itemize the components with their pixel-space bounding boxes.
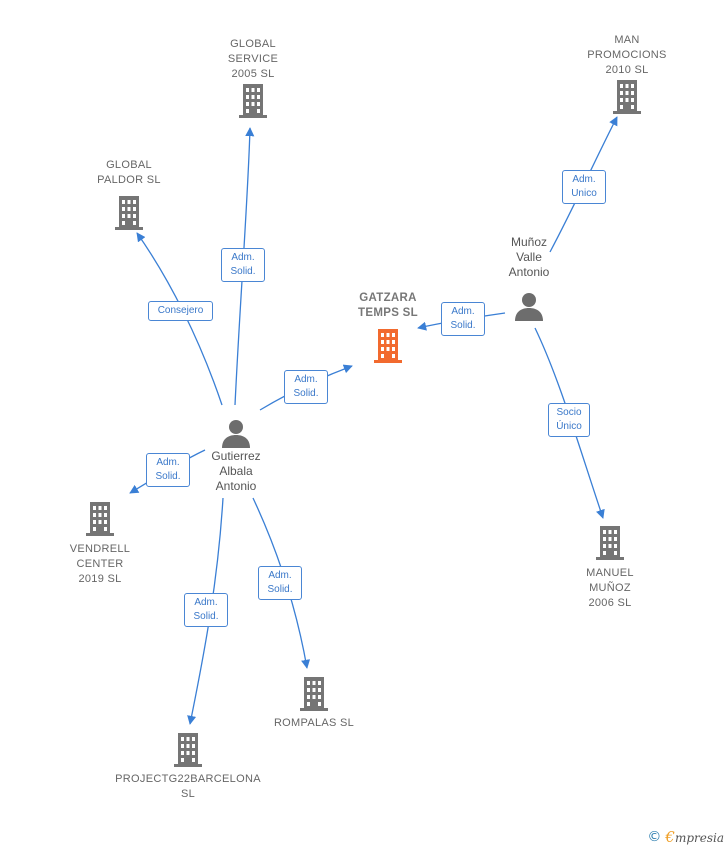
person-name-munoz-valle: Muñoz Valle Antonio <box>508 235 550 279</box>
person-icon <box>222 420 250 448</box>
company-node-rompalas[interactable]: ROMPALAS SL <box>262 675 366 731</box>
brand-logo: €mpresia <box>665 828 724 846</box>
relation-label-adm-solid[interactable]: Adm.Solid. <box>146 453 190 487</box>
company-node-manuel-munoz[interactable]: MANUEL MUÑOZ 2006 SL <box>566 524 654 611</box>
relation-label-adm-solid[interactable]: Adm.Solid. <box>258 566 302 600</box>
relation-label-adm-unico[interactable]: Adm.Unico <box>562 170 606 204</box>
relation-label-adm-solid[interactable]: Adm.Solid. <box>221 248 265 282</box>
company-node-man-promocions[interactable]: MAN PROMOCIONS 2010 SL <box>578 33 676 114</box>
company-name-global-service: GLOBAL SERVICE 2005 SL <box>227 38 279 80</box>
building-icon <box>239 84 267 118</box>
copyright-icon: © <box>647 829 662 845</box>
building-icon <box>300 677 328 711</box>
person-node-munoz-valle[interactable]: Muñoz Valle Antonio <box>494 235 564 322</box>
footer-brand[interactable]: © €mpresia <box>647 828 724 846</box>
company-name-man-promocions: MAN PROMOCIONS 2010 SL <box>587 34 667 76</box>
company-name-global-paldor: GLOBAL PALDOR SL <box>97 159 161 186</box>
relation-label-adm-solid[interactable]: Adm.Solid. <box>441 302 485 336</box>
company-node-global-paldor[interactable]: GLOBAL PALDOR SL <box>86 158 172 230</box>
building-icon <box>613 80 641 114</box>
company-node-projectg22barcelona[interactable]: PROJECTG22BARCELONA SL <box>108 731 268 802</box>
person-name-gutierrez-albala: Gutierrez Albala Antonio <box>211 449 261 493</box>
relation-label-adm-solid[interactable]: Adm.Solid. <box>184 593 228 627</box>
company-node-vendrell-center[interactable]: VENDRELL CENTER 2019 SL <box>56 500 144 587</box>
building-icon <box>115 196 143 230</box>
company-name-projectg22barcelona: PROJECTG22BARCELONA SL <box>115 773 261 800</box>
building-icon <box>596 526 624 560</box>
relation-label-consejero[interactable]: Consejero <box>148 301 213 321</box>
company-node-global-service[interactable]: GLOBAL SERVICE 2005 SL <box>210 37 296 118</box>
company-name-manuel-munoz: MANUEL MUÑOZ 2006 SL <box>586 567 634 609</box>
brand-rest: mpresia <box>674 831 724 845</box>
brand-initial: € <box>665 828 675 846</box>
building-icon <box>174 733 202 767</box>
company-name-vendrell-center: VENDRELL CENTER 2019 SL <box>69 543 131 585</box>
company-name-gatzara-temps: GATZARA TEMPS SL <box>358 292 418 319</box>
company-node-gatzara-temps[interactable]: GATZARA TEMPS SL <box>340 291 436 363</box>
person-icon <box>515 293 543 321</box>
company-name-rompalas: ROMPALAS SL <box>273 717 355 729</box>
relation-label-adm-solid[interactable]: Adm.Solid. <box>284 370 328 404</box>
building-icon <box>86 502 114 536</box>
person-node-gutierrez-albala[interactable]: Gutierrez Albala Antonio <box>198 417 274 494</box>
building-icon <box>374 329 402 363</box>
